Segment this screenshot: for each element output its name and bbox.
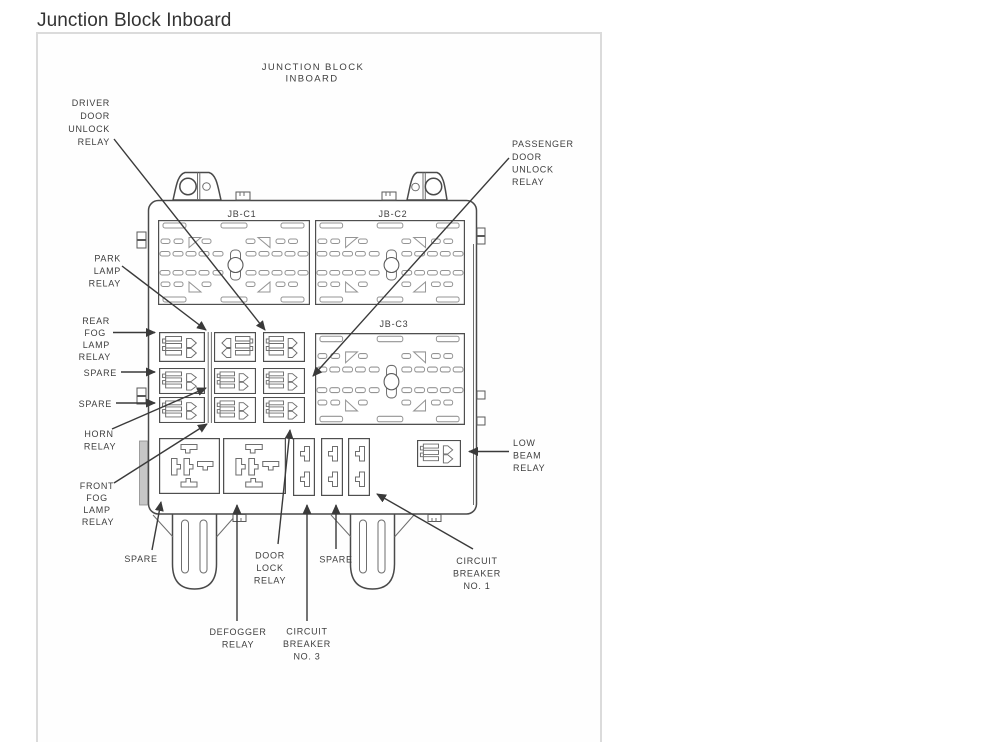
label-line: UNLOCK (512, 165, 554, 175)
label-line: LAMP (83, 340, 110, 350)
leader-passenger-door-unlock (312, 157, 510, 377)
label-passenger-door-unlock-relay: PASSENGER DOOR UNLOCK RELAY (512, 139, 574, 187)
label-front-fog-lamp-relay: FRONT FOG LAMP RELAY (80, 481, 115, 527)
label-driver-door-unlock-relay: DRIVER DOOR UNLOCK RELAY (68, 98, 110, 147)
label-line: LAMP (83, 505, 110, 515)
label-line: UNLOCK (68, 124, 110, 134)
label-defogger-relay: DEFOGGER RELAY (209, 627, 266, 650)
label-circuit-breaker-1: CIRCUIT BREAKER NO. 1 (453, 556, 501, 591)
leader-door-lock (277, 429, 294, 545)
label-line: BREAKER (283, 639, 331, 649)
label-line: DOOR (80, 111, 110, 121)
leader-spare-bottom-left (151, 501, 164, 551)
label-line: NO. 3 (293, 652, 320, 662)
label-line: RELAY (512, 177, 544, 187)
label-line: REAR (82, 316, 110, 326)
label-line: BEAM (513, 451, 541, 461)
label-line: DRIVER (72, 98, 110, 108)
label-door-lock-relay: DOOR LOCK RELAY (254, 551, 286, 586)
label-line: FOG (86, 493, 108, 503)
housing-outline (147, 199, 478, 515)
label-line: RELAY (82, 517, 114, 527)
label-jb-c1: JB-C1 (227, 209, 256, 219)
label-line: RELAY (78, 137, 110, 147)
diagram-heading-line-1: JUNCTION BLOCK (262, 62, 364, 73)
label-line: RELAY (513, 463, 545, 473)
label-line: RELAY (79, 352, 111, 362)
label-line: RELAY (222, 640, 254, 650)
label-circuit-breaker-3: CIRCUIT BREAKER NO. 3 (283, 627, 331, 662)
label-line: LOCK (256, 563, 283, 573)
label-line: LOW (513, 438, 536, 448)
diagram-text: JUNCTION BLOCK INBOARD JB-C1 JB-C2 JB-C3… (68, 62, 573, 662)
junction-block-body (136, 171, 486, 590)
label-spare-row2: SPARE (84, 368, 117, 378)
label-line: FOG (84, 328, 106, 338)
leader-horn (111, 387, 207, 430)
label-spare-bottom-left: SPARE (124, 554, 157, 564)
leader-circuit-breaker-1 (376, 493, 474, 550)
label-rear-fog-lamp-relay: REAR FOG LAMP RELAY (79, 316, 111, 362)
label-line: RELAY (84, 442, 116, 452)
label-line: DOOR (255, 551, 285, 561)
micro-relay-grid (159, 332, 305, 423)
label-line: NO. 1 (463, 581, 490, 591)
mounting-leg-right (330, 514, 415, 590)
label-park-lamp-relay: PARK LAMP RELAY (89, 254, 121, 289)
label-line: PARK (94, 254, 121, 264)
housing-side-wall (139, 440, 148, 506)
leader-front-fog-lamp (113, 423, 208, 484)
label-line: HORN (84, 429, 113, 439)
diagram-heading-line-2: INBOARD (285, 74, 338, 85)
leader-park-lamp (121, 265, 207, 331)
mounting-leg-left (152, 514, 237, 590)
label-line: CIRCUIT (456, 556, 497, 566)
label-spare-row3: SPARE (79, 399, 112, 409)
label-line: PASSENGER (512, 139, 574, 149)
label-horn-relay: HORN RELAY (84, 429, 116, 452)
label-line: LAMP (94, 266, 121, 276)
leader-driver-door-unlock (113, 138, 266, 331)
label-line: BREAKER (453, 569, 501, 579)
label-line: DEFOGGER (209, 627, 266, 637)
page-title: Junction Block Inboard (37, 10, 232, 31)
label-line: RELAY (254, 576, 286, 586)
label-line: CIRCUIT (286, 627, 327, 637)
mounting-tab-right (406, 171, 448, 201)
label-jb-c3: JB-C3 (379, 319, 408, 329)
mounting-tab-left (172, 171, 222, 201)
label-spare-bottom-mid: SPARE (319, 555, 352, 565)
label-line: FRONT (80, 481, 115, 491)
edge-clips (136, 191, 486, 522)
label-jb-c2: JB-C2 (378, 209, 407, 219)
label-line: DOOR (512, 152, 542, 162)
label-line: RELAY (89, 279, 121, 289)
leader-lines (111, 138, 510, 621)
label-low-beam-relay: LOW BEAM RELAY (513, 438, 545, 473)
